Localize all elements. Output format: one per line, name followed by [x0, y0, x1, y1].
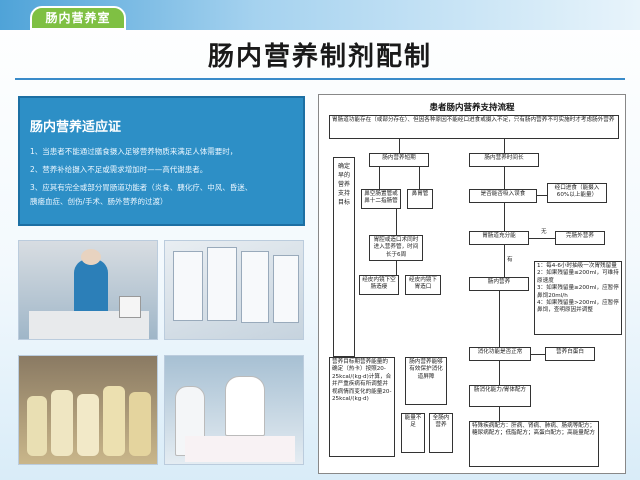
flow-top-box: 胃肠道功能存在（或部分存在）、但因各种原因不能经口进食或摄入不足，只有肠内营养不… [329, 115, 619, 139]
page-title: 肠内营养制剂配制 [207, 42, 432, 72]
residual-note: 4：如果残留量>200ml，应暂停鼻饲，查明原因并调整 [537, 300, 619, 314]
flow-side-goal: 确定早的营养支持目标 [333, 157, 355, 357]
photo-bedside-feeding [164, 355, 304, 465]
photo-nurse-preparing [18, 240, 158, 340]
flowchart-title: 患者肠内营养支持流程 [429, 103, 515, 113]
title-divider [15, 78, 625, 80]
flow-nasoduodenal: 鼻空肠置管或鼻十二指肠管 [361, 189, 401, 209]
residual-note: 1：每4-6小时抽吸一次胃残留量 [537, 263, 617, 269]
flow-aspiration-check: 是否能否吸入误食 [469, 189, 537, 203]
flow-surgery-tube: 胃腔或造口术同时进入营养管，时间长于6周 [369, 235, 423, 261]
indications-panel: 肠内营养适应证 1、当患者不能通过膳食摄入足够营养物质来满足人体需要时， 2、营… [18, 96, 305, 226]
flow-short-term: 肠内营养短期 [369, 153, 429, 167]
flow-special-formula: 特殊疾病配方：肝病、肾病、肺病、肠病等配方；糖尿病配方；低脂配方；高蛋白配方；高… [469, 421, 599, 467]
flow-peg-jejunum: 经皮内镜下空肠造瘘 [359, 275, 399, 295]
section-tab[interactable]: 肠内营养室 [30, 6, 126, 30]
indication-item: 2、营养补给摄入不足或需求增加时——高代谢患者。 [30, 165, 208, 174]
flow-label-no: 无 [541, 229, 547, 235]
flow-shortage-right: 全肠内营养 [429, 413, 453, 453]
flow-gi-function: 胃肠道充分能 [469, 231, 529, 245]
indication-item: 胰瘘血症、创伤/手术、肠外营养的过渡） [30, 197, 168, 206]
flow-tolerance: 消化功能是否正常 [469, 347, 531, 361]
flow-protect-barrier: 肠内营养能够有效保护消化道屏障 [405, 357, 447, 405]
flow-oral-intake: 经口进食（能摄入60%以上能量） [547, 183, 607, 203]
flow-formula: 肠消化能力/胃体配方 [469, 385, 531, 407]
indication-item: 3、应其有完全或部分胃肠道功能者（炎食、胰化疗、中风、昏迷、 [30, 183, 253, 192]
flow-residual-notes: 1：每4-6小时抽吸一次胃残留量 2：如果残留量≤200ml，可维持原速度 3：… [534, 261, 622, 335]
flow-shortage-left: 能量不足 [401, 413, 425, 453]
residual-note: 3：如果残留量≥200ml，应暂停鼻饲20ml/h [537, 285, 619, 299]
flow-label-yes: 有 [507, 257, 513, 263]
flow-peg-stomach: 经皮内镜下胃造口 [405, 275, 441, 295]
residual-note: 2：如果残留量≤200ml，可维持原速度 [537, 270, 619, 284]
photo-nutrition-bags [164, 240, 304, 340]
flow-energy-calc: 营养目标期营养能量的确定（热卡）按照20-25kcal/(kg·d)计算，合并严… [329, 357, 395, 457]
flowchart-panel: 患者肠内营养支持流程 胃肠道功能存在（或部分存在）、但因各种原因不能经口进食或摄… [318, 94, 626, 474]
photo-formula-bottles [18, 355, 158, 465]
flow-parenteral: 完肠外营养 [555, 231, 605, 245]
flow-long-term: 肠内营养时间长 [469, 153, 539, 167]
indications-title: 肠内营养适应证 [30, 120, 122, 135]
flow-enteral: 肠内营养 [469, 277, 529, 291]
flow-albumin: 营养白蛋白 [545, 347, 595, 361]
indication-item: 1、当患者不能通过膳食摄入足够营养物质来满足人体需要时， [30, 147, 238, 156]
flow-nasogastric: 鼻胃管 [407, 189, 433, 209]
